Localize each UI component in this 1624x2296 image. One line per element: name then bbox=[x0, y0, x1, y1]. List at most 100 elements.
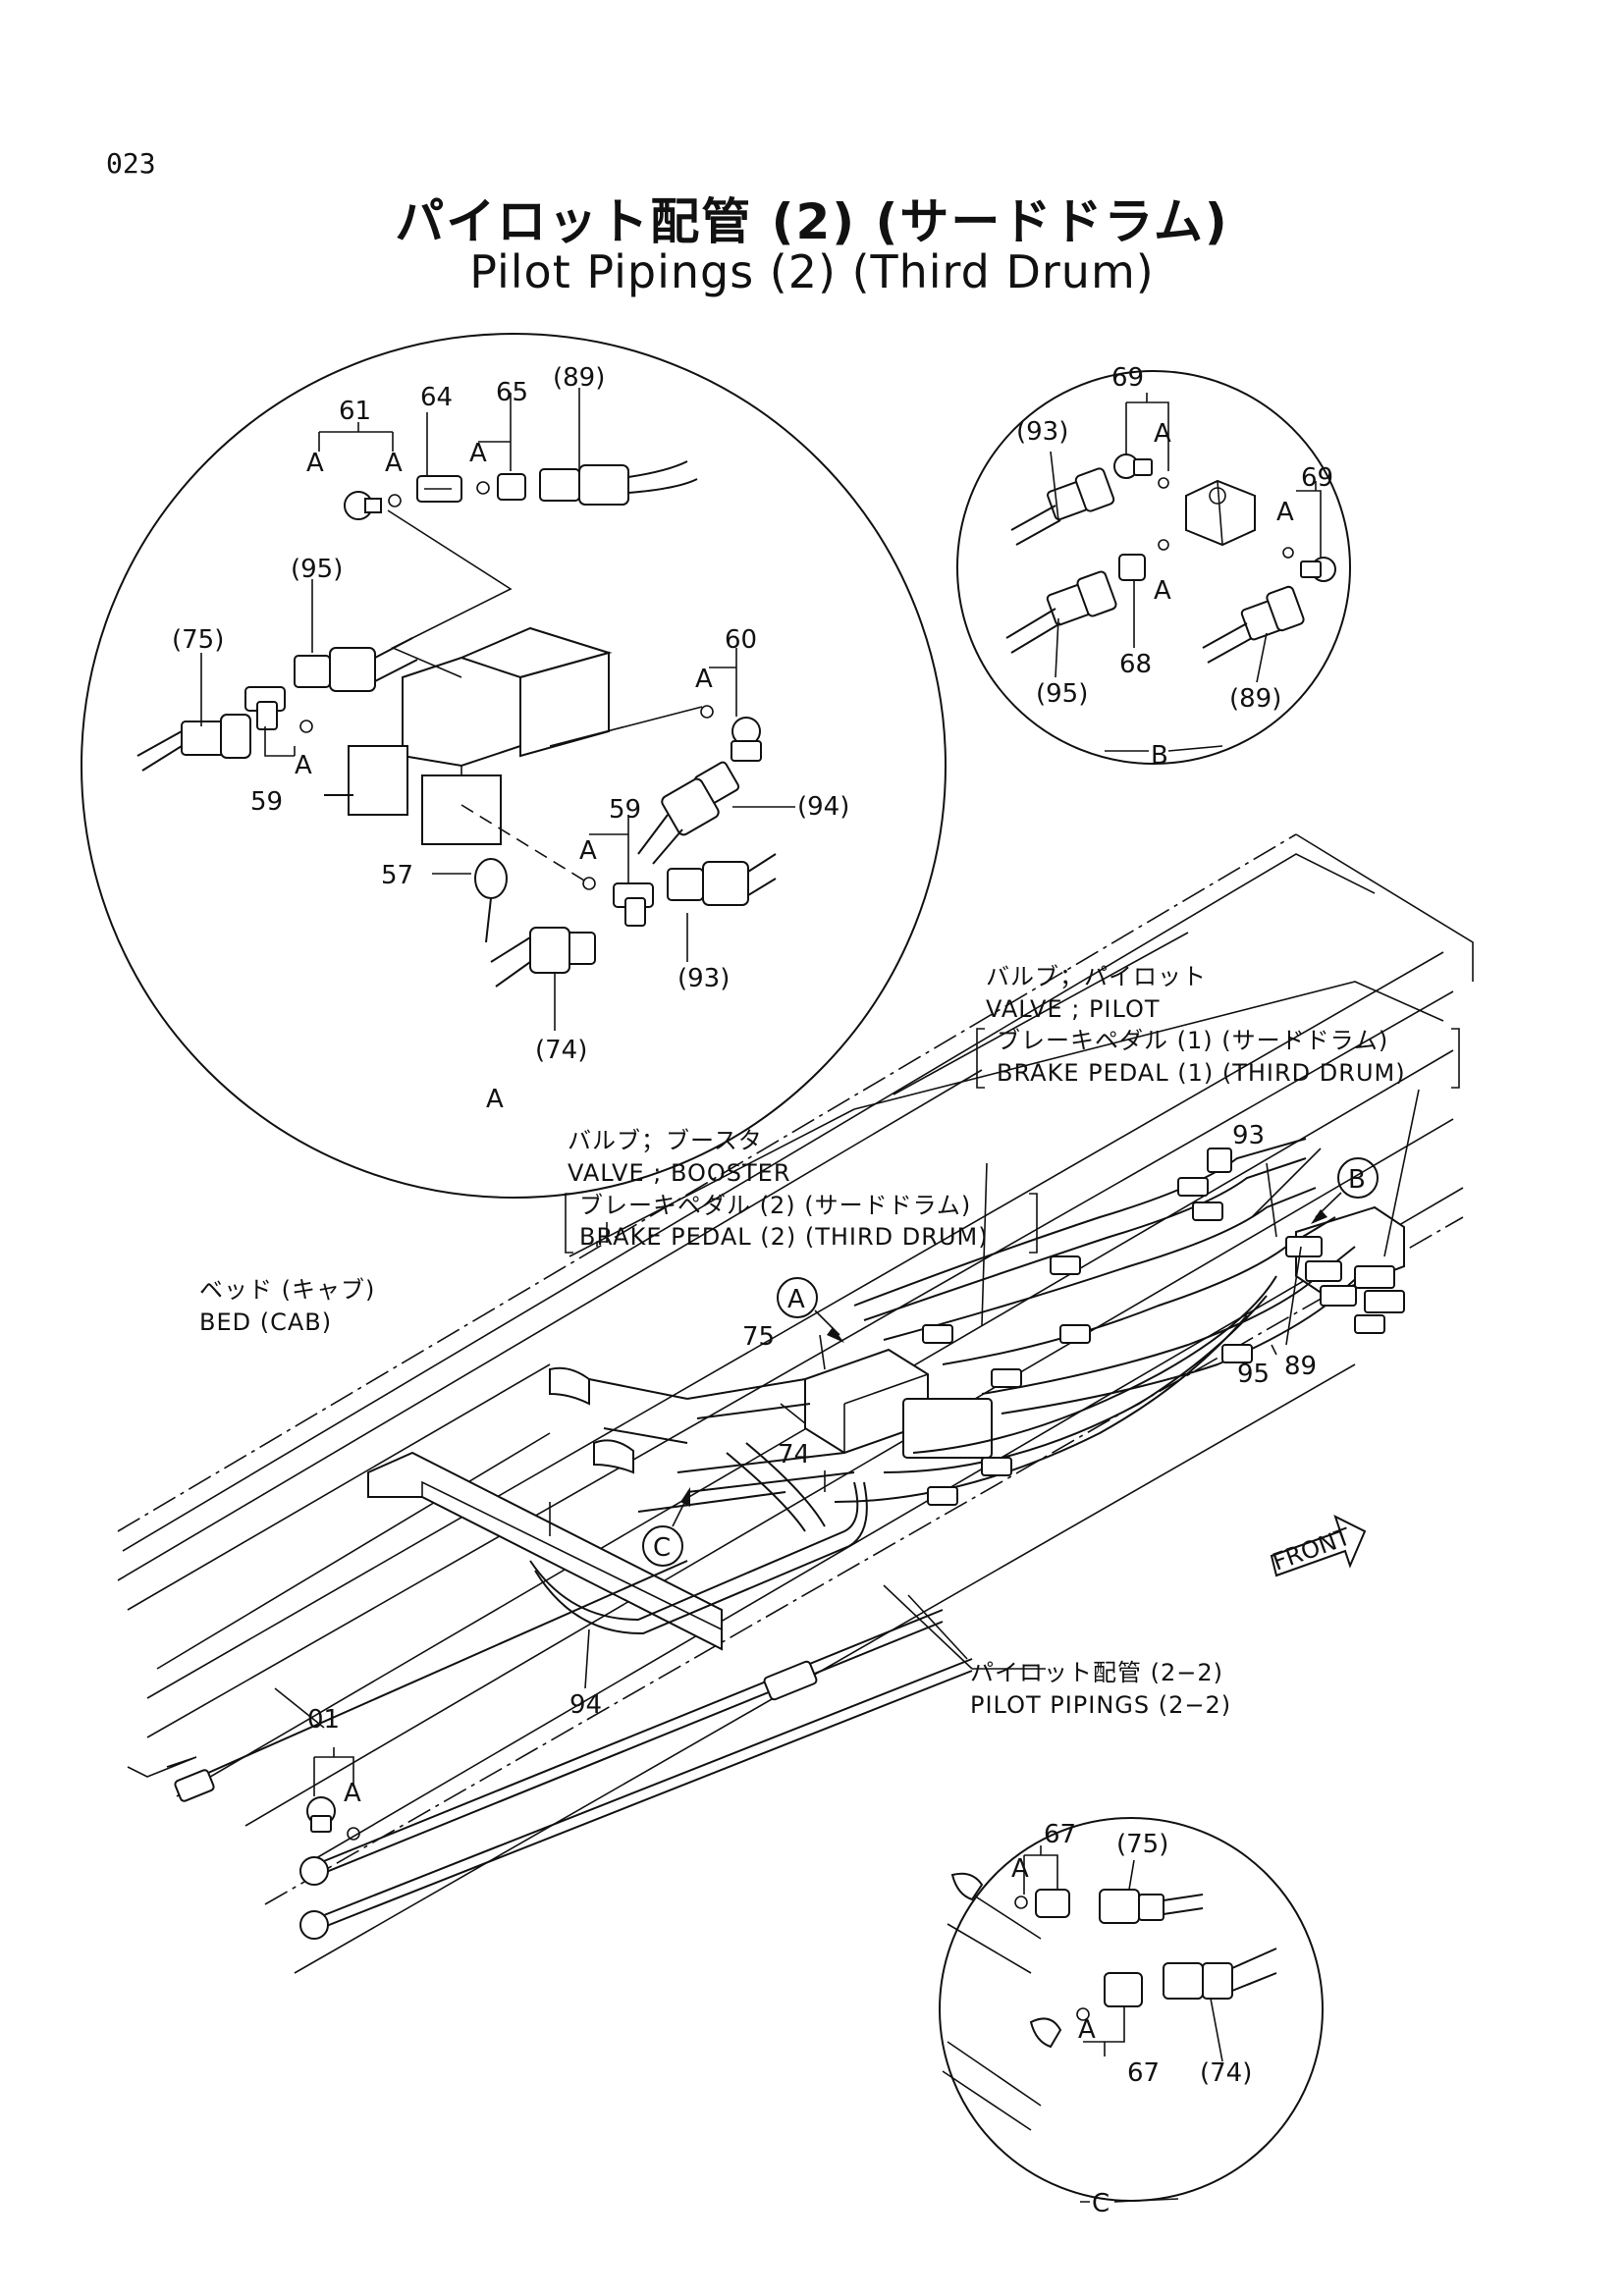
booster-valve bbox=[804, 1348, 993, 1459]
elbow-01 bbox=[306, 1796, 360, 1841]
detail-c-label-74: (74) bbox=[1200, 2058, 1252, 2088]
detail-c-tag: C bbox=[1092, 2189, 1110, 2218]
detail-a-label-59-left: 59 bbox=[250, 787, 283, 817]
hose-end-95-a bbox=[294, 637, 418, 692]
detail-a-label-94: (94) bbox=[797, 792, 849, 822]
detail-a-label-75: (75) bbox=[172, 625, 224, 655]
detail-a-label-a6: A bbox=[579, 836, 597, 866]
fitting-61 bbox=[344, 491, 402, 520]
detail-a-label-95: (95) bbox=[291, 555, 343, 584]
detail-b-label-68: 68 bbox=[1119, 650, 1152, 679]
main-label-94: 94 bbox=[569, 1690, 602, 1720]
fitting-67-lower bbox=[1104, 1972, 1143, 2007]
fitting-64 bbox=[416, 475, 462, 503]
front-arrow: FRONT bbox=[1269, 1515, 1367, 1577]
pilot-pipings-jp: パイロット配管 (2−2) bbox=[970, 1659, 1223, 1686]
detail-c-label-a2: A bbox=[1078, 2015, 1096, 2045]
detail-a-label-a1: A bbox=[306, 449, 324, 478]
elbow-69-lower bbox=[1300, 557, 1336, 582]
detail-a: 61 64 65 (89) A A A (95) (75) 60 A 59 A … bbox=[81, 333, 947, 1199]
detail-a-label-a4: A bbox=[695, 665, 713, 694]
detail-b-label-a1: A bbox=[1154, 419, 1171, 449]
hose-end-74-c bbox=[1163, 1948, 1277, 2000]
detail-a-label-89: (89) bbox=[553, 363, 605, 393]
detail-b: 69 A (93) 69 A A 68 (95) (89) B bbox=[956, 363, 1351, 771]
tee-59-upper bbox=[244, 686, 286, 730]
fitting-65 bbox=[497, 473, 526, 501]
hose-end-74-a bbox=[490, 927, 596, 988]
page-number: 023 bbox=[106, 147, 156, 180]
detail-c: 67 (75) A A 67 (74) C bbox=[939, 1817, 1324, 2218]
hose-end-89-b bbox=[1202, 585, 1305, 664]
detail-a-tag: A bbox=[486, 1085, 504, 1114]
booster-valve-en: VALVE ; BOOSTER bbox=[568, 1159, 791, 1187]
detail-c-label-a1: A bbox=[1011, 1854, 1029, 1884]
detail-b-label-89: (89) bbox=[1229, 684, 1281, 714]
detail-b-label-69-right: 69 bbox=[1301, 463, 1333, 493]
fitting-67-upper bbox=[1035, 1889, 1070, 1918]
marker-a: A bbox=[777, 1277, 844, 1343]
detail-a-label-65: 65 bbox=[496, 378, 528, 407]
pilot-valve-en: VALVE ; PILOT bbox=[986, 995, 1161, 1023]
tee-59-lower bbox=[613, 882, 654, 927]
detail-c-label-67-top: 67 bbox=[1044, 1820, 1076, 1849]
detail-a-label-64: 64 bbox=[420, 383, 453, 412]
page-title-en: Pilot Pipings (2) (Third Drum) bbox=[469, 245, 1155, 298]
marker-c: C bbox=[642, 1487, 690, 1567]
detail-b-tag: B bbox=[1151, 741, 1168, 771]
marker-b: B bbox=[1311, 1157, 1379, 1224]
detail-b-label-93: (93) bbox=[1016, 417, 1068, 447]
detail-c-label-75: (75) bbox=[1116, 1830, 1168, 1859]
marker-b-label: B bbox=[1348, 1165, 1366, 1195]
page-title-jp: パイロット配管 (2) (サードドラム) bbox=[395, 193, 1229, 250]
main-label-01: 01 bbox=[307, 1705, 340, 1735]
detail-b-label-95: (95) bbox=[1036, 679, 1088, 709]
front-label: FRONT bbox=[1269, 1522, 1354, 1575]
detail-a-label-a5: A bbox=[295, 751, 312, 780]
detail-a-label-a2: A bbox=[385, 449, 403, 478]
detail-a-circle bbox=[81, 333, 947, 1199]
main-label-95: 95 bbox=[1237, 1360, 1270, 1389]
pilot-pipings-en: PILOT PIPINGS (2−2) bbox=[970, 1691, 1231, 1719]
detail-b-label-a3: A bbox=[1154, 576, 1171, 606]
fitting-68 bbox=[1118, 554, 1146, 581]
brake-pedal-2-en: BRAKE PEDAL (2) (THIRD DRUM) bbox=[579, 1223, 989, 1251]
marker-a-label: A bbox=[787, 1285, 805, 1314]
hose-end-95-b bbox=[1005, 570, 1117, 654]
detail-a-label-60: 60 bbox=[725, 625, 757, 655]
detail-b-circle bbox=[956, 370, 1351, 765]
bed-cab-jp: ベッド (キャブ) bbox=[199, 1276, 375, 1304]
main-label-93: 93 bbox=[1232, 1121, 1265, 1150]
elbow-69-upper bbox=[1113, 454, 1153, 479]
detail-b-label-69-top: 69 bbox=[1111, 363, 1144, 393]
marker-c-label: C bbox=[653, 1533, 671, 1563]
hose-end-75-c bbox=[1099, 1889, 1204, 1924]
elbow-60 bbox=[731, 717, 762, 762]
detail-b-label-a2: A bbox=[1276, 498, 1294, 527]
brake-pedal-1-en: BRAKE PEDAL (1) (THIRD DRUM) bbox=[997, 1059, 1406, 1087]
pilot-valve-jp: バルブ；パイロット bbox=[986, 963, 1207, 990]
hose-end-89-a bbox=[539, 460, 698, 506]
sensor-57 bbox=[474, 858, 508, 943]
brake-pedal-2-jp: ブレーキペダル (2) (サードドラム) bbox=[579, 1192, 971, 1219]
detail-a-label-59-right: 59 bbox=[609, 795, 641, 825]
hose-end-93-a bbox=[667, 853, 777, 906]
hose-end-94-a bbox=[637, 761, 740, 865]
main-assembly: A B C FRONT 93 95 89 75 74 94 01 A バルブ；パ… bbox=[117, 833, 1474, 1974]
bed-cab-en: BED (CAB) bbox=[199, 1308, 332, 1336]
main-label-a: A bbox=[344, 1779, 361, 1808]
booster-valve-body bbox=[324, 626, 613, 845]
hose-end-93-b bbox=[1010, 467, 1115, 546]
detail-a-label-61: 61 bbox=[339, 397, 371, 426]
brake-pedal-1-jp: ブレーキペダル (1) (サードドラム) bbox=[997, 1027, 1388, 1054]
main-label-75: 75 bbox=[742, 1322, 775, 1352]
detail-a-label-57: 57 bbox=[381, 861, 413, 890]
detail-a-label-a3: A bbox=[469, 439, 487, 468]
main-label-74: 74 bbox=[778, 1440, 810, 1469]
detail-a-label-93: (93) bbox=[677, 964, 730, 993]
hose-end-75-a bbox=[136, 714, 251, 772]
booster-valve-jp: バルブ；ブースタ bbox=[568, 1127, 763, 1154]
main-label-89: 89 bbox=[1284, 1352, 1317, 1381]
detail-c-label-67-bottom: 67 bbox=[1127, 2058, 1160, 2088]
